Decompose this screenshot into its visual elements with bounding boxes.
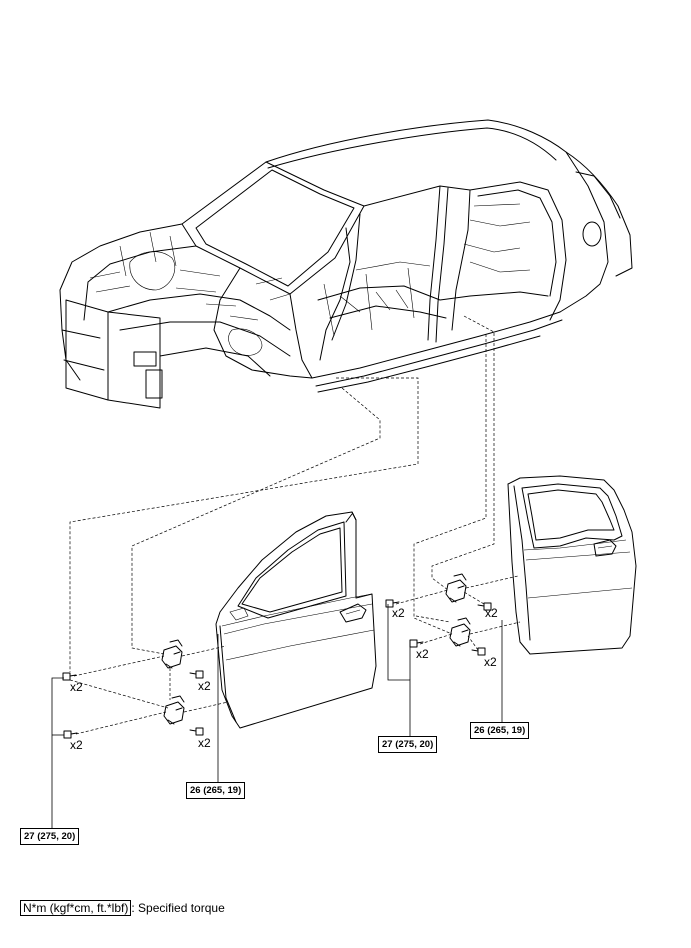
quantity-label: x2 [485,606,498,620]
bolt-icon [189,670,204,679]
torque-label-front-hinge-to-door: 26 (265, 19) [186,782,246,799]
torque-label-rear-hinge-to-body: 27 (275, 20) [378,736,438,753]
vehicle-body-illustration [59,119,633,409]
legend-unit-box: N*m (kgf*cm, ft.*lbf) [20,900,132,916]
legend-description: : Specified torque [131,901,225,915]
quantity-label: x2 [70,738,83,752]
leader-lines [51,604,503,828]
quantity-label: x2 [198,679,211,693]
bolt-icon [409,639,424,648]
front-door-illustration [215,511,377,729]
bolt-icon [63,730,78,739]
quantity-label: x2 [198,736,211,750]
front-lower-hinge [163,695,185,725]
bolt-icon [477,602,492,611]
quantity-label: x2 [416,647,429,661]
legend: N*m (kgf*cm, ft.*lbf): Specified torque [20,900,225,916]
bolt-icon [385,599,400,608]
quantity-label: x2 [70,680,83,694]
rear-door-illustration [507,475,637,655]
rear-lower-hinge [449,617,471,647]
bolt-icon [189,727,204,736]
front-upper-hinge [161,639,183,669]
bolt-icon [471,647,486,656]
bolt-icons [62,599,492,739]
quantity-label: x2 [392,606,405,620]
rear-upper-hinge [445,573,467,603]
quantity-labels: x2 x2 x2 x2 x2 x2 x2 x2 [70,606,498,752]
alignment-dashed-lines [69,315,521,735]
bolt-icon [62,672,77,681]
quantity-label: x2 [484,655,497,669]
torque-label-rear-hinge-to-door: 26 (265, 19) [470,722,530,739]
torque-label-front-hinge-to-body: 27 (275, 20) [20,828,80,845]
